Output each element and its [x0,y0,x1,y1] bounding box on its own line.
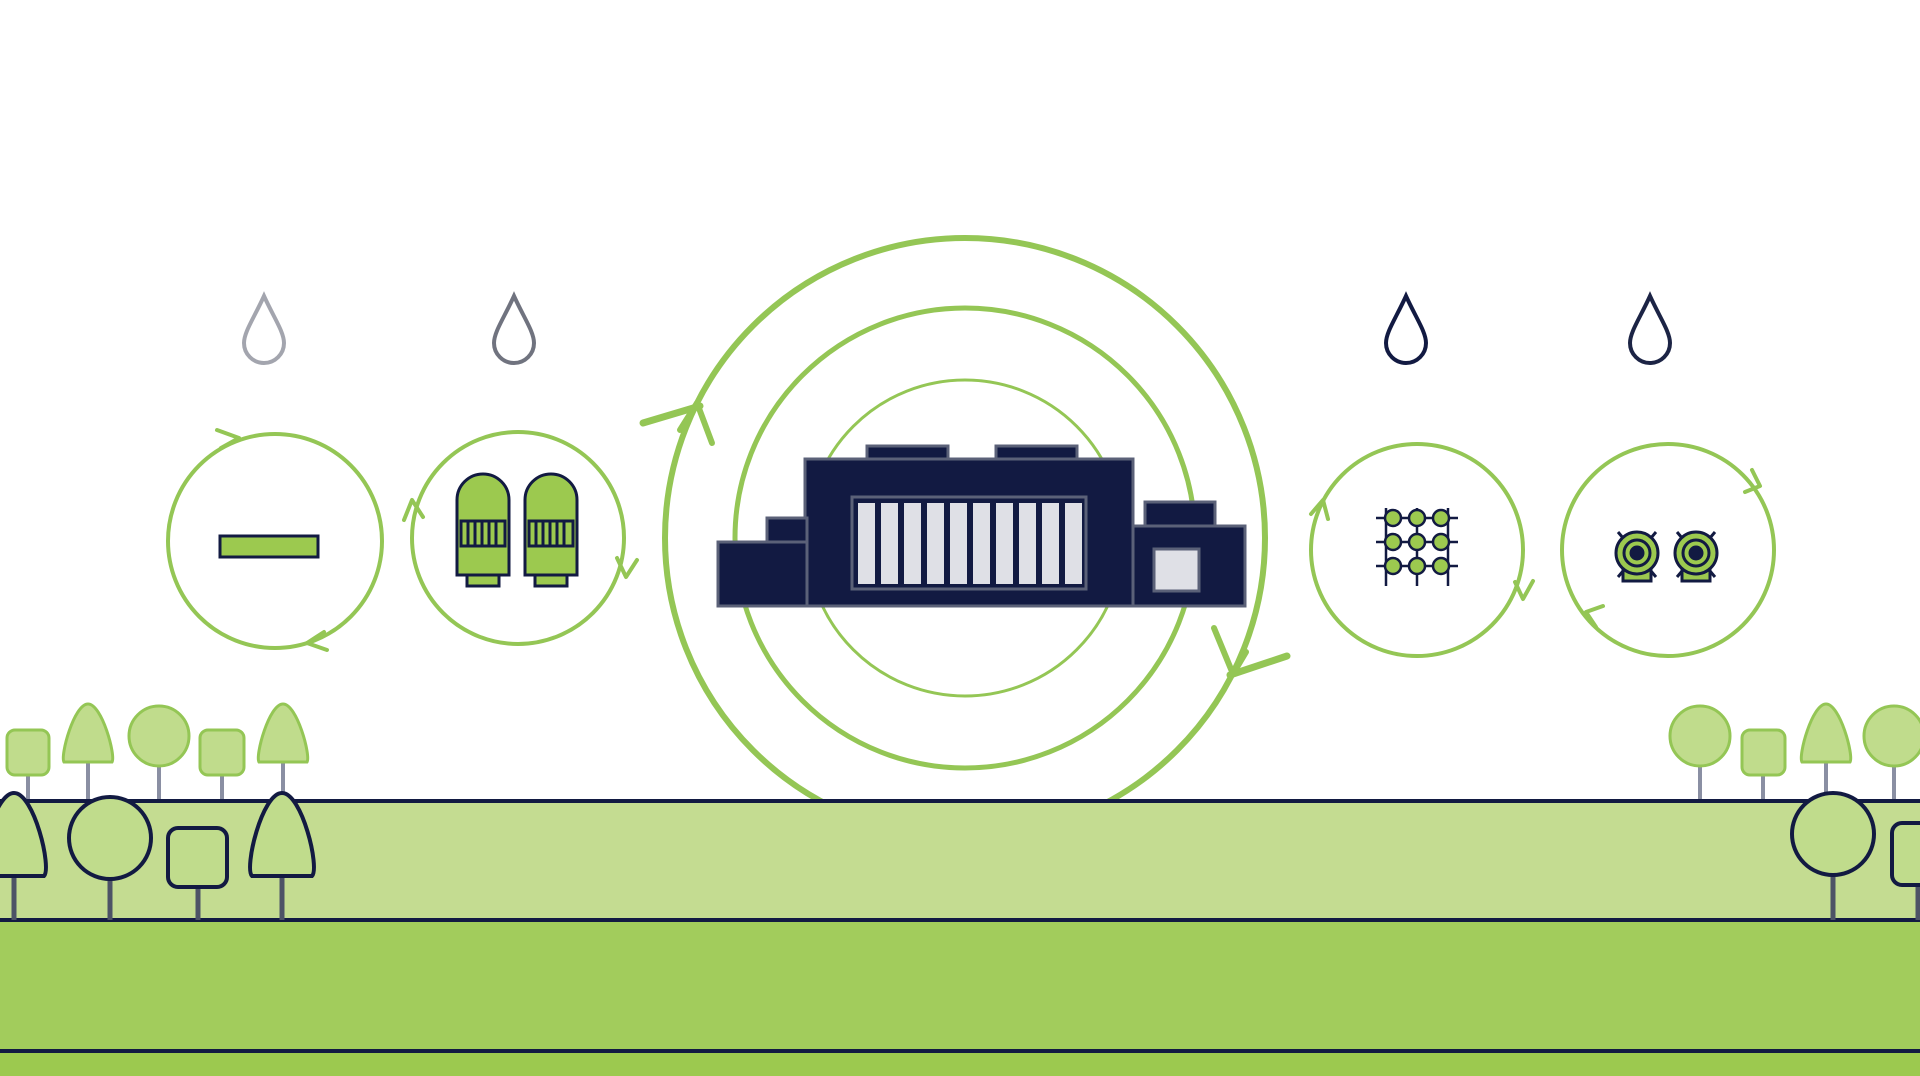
tree-icon [1790,791,1876,920]
process-step-solar [166,428,384,652]
tree-icon [0,790,48,920]
tree-icon [1740,728,1787,805]
tree-icon [67,795,153,920]
recycle-cycle-arrows-icon [166,428,384,652]
water-drop-icon [491,291,537,365]
water-drops [241,291,1673,365]
process-step-molecule [1309,442,1535,658]
tree-icon [1799,702,1853,805]
process-step-battery [402,430,639,646]
ground [0,799,1920,1076]
tree-icon [127,704,191,805]
process-step-cable [1560,442,1776,658]
solar-panel-icon [218,534,320,559]
background-trees-right [1668,702,1920,805]
background-trees-left [5,702,310,810]
factory-icon [716,444,1247,608]
battery-pack-icon [455,472,579,588]
tree-icon [1668,704,1732,805]
foreground-trees-right [1790,791,1920,920]
water-drop-icon [1383,291,1429,365]
tree-icon [1890,821,1920,920]
water-drop-icon [1627,291,1673,365]
tree-icon [1862,704,1920,805]
water-drop-icon [241,291,287,365]
cable-drum-icon [1614,530,1719,583]
recycle-cycle-arrows-icon [1309,442,1535,658]
tree-icon [166,826,229,920]
foreground-trees-left [0,790,316,920]
tree-icon [256,702,310,805]
tree-icon [61,702,115,805]
tree-icon [198,728,246,805]
recycle-cycle-arrows-icon [1560,442,1776,658]
recycle-cycle-arrows-icon [402,430,639,646]
molecule-grid-icon [1376,508,1458,586]
tree-icon [248,790,316,920]
